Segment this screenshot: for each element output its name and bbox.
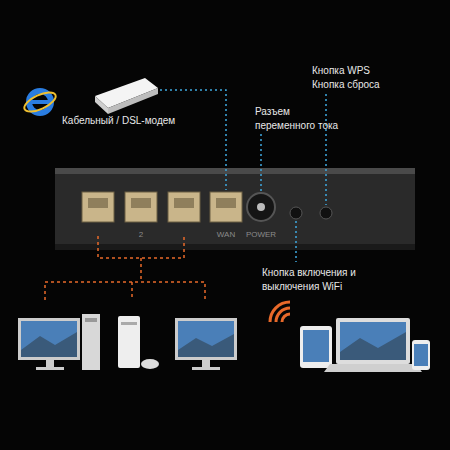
buttons <box>290 207 332 219</box>
leader-lines <box>160 90 326 262</box>
reset-label: Кнопка сброса <box>312 78 380 92</box>
router-panel <box>55 168 415 250</box>
monitor <box>175 318 237 370</box>
port-label: WAN <box>211 230 241 241</box>
lan-wires <box>45 236 205 300</box>
wifi-button-label: Кнопка включения и выключения WiFi <box>262 266 377 293</box>
modem-icon <box>95 78 158 114</box>
port-label: 2 <box>131 230 151 241</box>
wifi-symbol <box>270 302 290 322</box>
modem-label: Кабельный / DSL-модем <box>62 114 175 128</box>
browser-icon <box>22 88 59 115</box>
wireless-devices <box>300 318 430 372</box>
ethernet-ports <box>82 192 242 222</box>
port-label: POWER <box>240 230 282 241</box>
power-socket-label: Разъем переменного тока <box>255 105 350 132</box>
wps-label: Кнопка WPS <box>312 64 370 78</box>
game-console <box>118 316 159 369</box>
desktop-pc <box>18 314 100 370</box>
power-jack <box>247 193 275 221</box>
